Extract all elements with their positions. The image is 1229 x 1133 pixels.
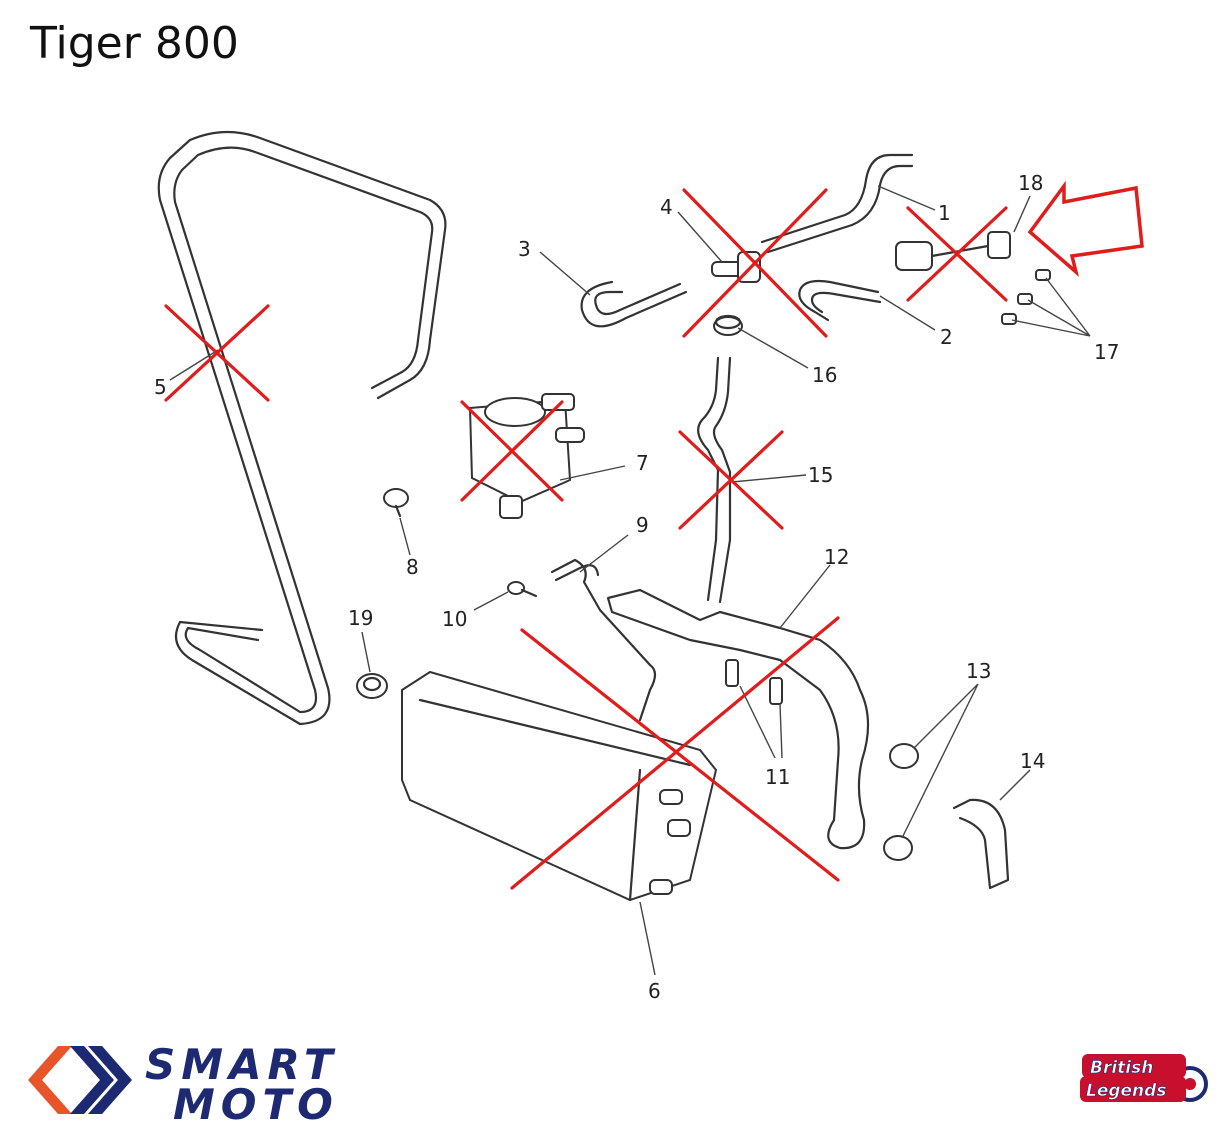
callout-7: 7 (636, 451, 649, 475)
british-legends-logo: British Legends (1080, 1054, 1208, 1102)
red-x-marks (164, 188, 1008, 890)
callout-6: 6 (648, 979, 661, 1003)
callout-4: 4 (660, 195, 673, 219)
part-17-fittings (1001, 269, 1051, 325)
callout-12: 12 (824, 545, 849, 569)
callout-19: 19 (348, 606, 373, 630)
smartmoto-line-1: SMART (145, 1040, 339, 1089)
british-legends-line-1: British (1090, 1058, 1153, 1078)
part-16-clamp (713, 314, 743, 336)
part-5-hose (157, 130, 447, 726)
part-8-grommet (383, 488, 409, 518)
smartmoto-logo: SMART MOTO (145, 1040, 339, 1129)
smartmoto-line-2: MOTO (173, 1080, 339, 1129)
callout-2: 2 (940, 325, 953, 349)
part-3-hose (580, 280, 688, 328)
callout-16: 16 (812, 363, 837, 387)
smartmoto-chevron-icon (28, 1046, 132, 1114)
part-7-valve (468, 393, 585, 519)
x-mark-part-15 (678, 430, 784, 530)
x-mark-part-5 (164, 304, 270, 402)
part-18-sensor (895, 231, 1011, 271)
part-2-hose (798, 279, 882, 322)
leader-lines (169, 185, 1091, 976)
part-11-bolts (725, 659, 783, 705)
diagram-title: Tiger 800 (30, 18, 239, 69)
callout-10: 10 (442, 607, 467, 631)
british-legends-line-2: Legends (1086, 1081, 1166, 1101)
part-10-bolt (507, 581, 538, 598)
part-9-clip (550, 558, 657, 722)
part-12-bracket (606, 588, 870, 850)
callout-18: 18 (1018, 171, 1043, 195)
callout-17: 17 (1094, 340, 1119, 364)
x-mark-part-4-1 (682, 188, 828, 338)
callout-14: 14 (1020, 749, 1045, 773)
callout-3: 3 (518, 237, 531, 261)
x-mark-part-18 (906, 206, 1008, 302)
callout-8: 8 (406, 555, 419, 579)
callout-15: 15 (808, 463, 833, 487)
callout-1: 1 (938, 201, 951, 225)
part-13-grommets (883, 743, 919, 861)
part-6-canister (401, 670, 718, 902)
x-mark-part-6-12 (510, 616, 840, 890)
x-mark-part-7 (460, 400, 564, 502)
callout-5: 5 (154, 375, 167, 399)
callout-13: 13 (966, 659, 991, 683)
callout-9: 9 (636, 513, 649, 537)
callout-11: 11 (765, 765, 790, 789)
part-1-hose (760, 153, 914, 254)
part-19-nut (356, 673, 388, 699)
part-15-hose (697, 356, 732, 604)
red-arrow-icon (1027, 180, 1144, 277)
part-14-hose (952, 798, 1010, 890)
